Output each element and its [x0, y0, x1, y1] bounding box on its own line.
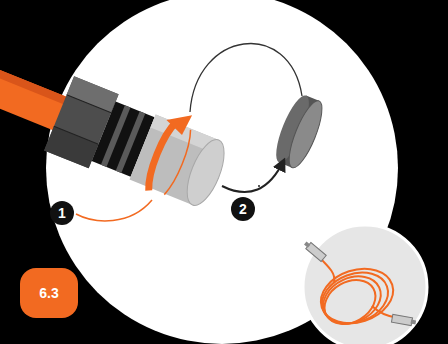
step-number: 6.3: [22, 281, 76, 305]
removal-arrow: [222, 160, 284, 192]
callout-circle: [50, 201, 74, 225]
connector: [0, 16, 237, 215]
inset-circle: [303, 225, 427, 344]
coiled-cable: [314, 256, 400, 333]
cable-end: [303, 240, 327, 262]
callout-number: 2: [231, 197, 255, 221]
callout-number: 1: [50, 201, 74, 225]
tether: [190, 44, 302, 112]
step-badge: [20, 268, 78, 318]
callout-circle: [231, 197, 255, 221]
cap: [270, 92, 328, 171]
cable-end: [391, 314, 416, 326]
